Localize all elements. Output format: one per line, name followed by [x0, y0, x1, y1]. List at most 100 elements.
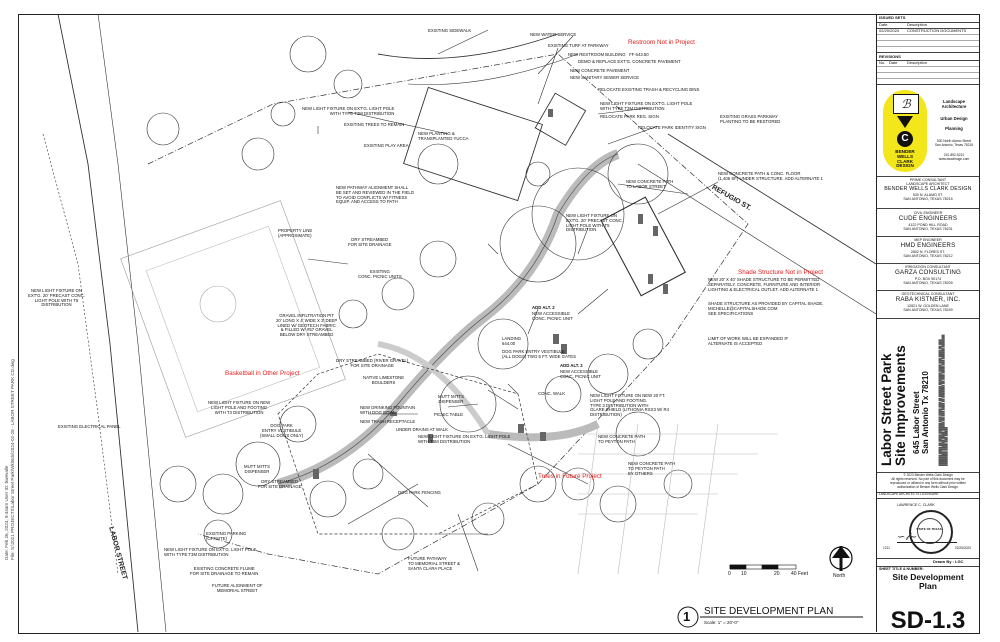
callout-light-t5: NEW LIGHT FIXTURE ON EXT'G. 20' PRECAST …: [566, 213, 623, 233]
north-label: North: [833, 573, 846, 579]
callout-dry-streambed: DRY STREAMBED FOR SITE DRAINAGE: [348, 237, 392, 247]
callout-concrete-flume: EXISTING CONCRETE FLUME FOR SITE DRAINAG…: [190, 566, 259, 576]
play-area: [403, 86, 543, 202]
consultant-civil-name: CUDE ENGINEERS: [898, 215, 958, 223]
signature: ∽𝓁∼: [897, 532, 957, 543]
callout-mutt-mitts-top: MUTT MITTS DISPENSER: [438, 394, 464, 404]
consultant-geotech: GEOTECHNICAL CONSULTANT RABA KISTNER, IN…: [879, 292, 977, 312]
dog-park-fence: [277, 353, 539, 535]
consultant-civil: CIVIL ENGINEER CUDE ENGINEERS 4122 POND …: [879, 211, 977, 231]
rev-date-header: Date: [889, 60, 898, 65]
callout-water-service: NEW WATER SERVICE: [530, 32, 577, 37]
callout-dog-park-vestibule: DOG PARK ENTRY VESTIBULE (SMALL DOGS ONL…: [260, 423, 304, 438]
callout-path-peyton-others: NEW CONCRETE PATH TO PEYTON PATH BY OTHE…: [628, 461, 676, 476]
property-line: [147, 53, 749, 575]
labor-street-curb: [42, 133, 119, 575]
callout-dog-vestibule: DOG PARK ENTRY VESTIBULE (ALL DOGS) TWO …: [502, 349, 576, 359]
firm-service-planning: Planning: [945, 126, 963, 131]
callout-conc-walk: CONC. WALK: [538, 391, 566, 396]
consultant-mep: MEP ENGINEER HMD ENGINEERS 2802 N. FLORE…: [879, 238, 977, 258]
consultant-geotech-name: RABA KISTNER, INC.: [895, 296, 961, 304]
firm-service-urban: Urban Design: [940, 116, 968, 121]
consultant-mep-addr: 2802 N. FLORES ST. SAN ANTONIO, TEXAS 78…: [903, 249, 953, 258]
callout-restroom-building: NEW RESTROOM BUILDING FF 643.50: [568, 52, 649, 57]
consultant-irrigation-role: IRRIGATION CONSULTANT: [905, 265, 951, 269]
copyright: © 2023 Bender Wells Clark Design All rig…: [890, 473, 966, 489]
note-shade-not-in-project: Shade Structure Not in Project: [738, 269, 824, 276]
callout-light-bottom: NEW LIGHT FIXTURE ON EXT'G. LIGHT POLE W…: [164, 547, 257, 557]
firm-logo-circle: C: [897, 131, 913, 147]
firm-service-la: Landscape Architecture: [941, 99, 967, 109]
callout-dry-bottom: DRY STREAMBED FOR SITE DRAINAGE: [258, 479, 302, 489]
callout-demo-replace: DEMO & REPLACE EXT'G. CONCRETE PAVEMENT: [578, 59, 681, 64]
basketball-court: [120, 200, 346, 438]
callout-electrical-panel: EXISTING ELECTRICAL PANEL: [58, 424, 121, 429]
callout-dry-river: DRY STREAMBED (RIVER GRAVEL) FOR SITE DR…: [336, 358, 409, 368]
sheet-title-label: SHEET TITLE & NUMBER:: [879, 567, 924, 571]
drawing-title: SITE DEVELOPMENT PLAN: [704, 606, 834, 617]
callout-future-memorial: FUTURE ALIGNMENT OF MEMORIAL STREET: [212, 583, 263, 593]
sheet-title: Site Development Plan: [892, 572, 964, 592]
callout-light-t3m-top: NEW LIGHT FIXTURE ON EXT'G. LIGHT POLE W…: [600, 101, 693, 111]
callout-gravel-pit: GRAVEL INFILTRATION PIT 20' LONG X 4' WI…: [276, 313, 338, 338]
firm-logo-text: BENDER WELLS CLARK DESIGN: [895, 149, 915, 169]
callout-limestone: NATIVE LIMESTONE BOULDERS: [363, 375, 405, 385]
project-address: 645 Labor Street San Antonio Tx 78210: [912, 371, 930, 454]
professional-seal: [909, 510, 953, 554]
callout-limit-of-work: LIMIT OF WORK WILL BE EXPANDED IF ALTERN…: [708, 336, 789, 346]
restroom-building: [534, 92, 587, 146]
callout-mutt-mitts-bottom: MUTT MITTS DISPENSER: [244, 464, 270, 474]
title-block: ISSUED SETS Date Description 02/20/2024 …: [876, 14, 979, 634]
callout-property-line: PROPERTY LINE (APPROXIMATE): [278, 228, 313, 238]
callout-add-alt2-a-title: ADD ALT. 2: [532, 305, 555, 310]
callout-light-20ft: NEW LIGHT FIXTURE ON NEW 20 FT. LIGHT PO…: [590, 393, 670, 418]
labor-street-edge-2: [97, 14, 167, 632]
callout-future-pathway: FUTURE PATHWAY TO MEMORIAL STREET & SANT…: [408, 556, 460, 571]
callout-picnic-table: PICNIC TABLE: [434, 412, 463, 417]
callout-light-t5m: NEW LIGHT FIXTURE ON EXT'G. LIGHT POLE W…: [418, 434, 511, 444]
callout-grass-parkway: EXISTING GRASS PARKWAY PLANTING TO BE RE…: [720, 114, 781, 124]
drawing-title-graphic: [677, 606, 863, 628]
callout-light-far-left: NEW LIGHT FIXTURE ON EXT'G. 20' PRECAST …: [28, 288, 85, 308]
callout-path-peyton: NEW CONCRETE PATH TO PEYTON PATH: [598, 434, 646, 444]
consultant-mep-name: HMD ENGINEERS: [900, 242, 956, 250]
scale-tick-20: 20: [774, 571, 780, 577]
site-plan-drawing: [42, 14, 876, 632]
top-road-2: [407, 53, 579, 85]
callout-play-area: EXISTING PLAY AREA: [364, 143, 409, 148]
firm-phone: 210-892-5221 www.bwcdesign.com: [938, 153, 970, 161]
sheet-number: SD-1.3: [890, 607, 966, 634]
seal-number: 1211: [883, 546, 890, 550]
path-to-peyton: [487, 420, 600, 442]
callout-add-alt2-a: NEW ACCESSIBLE CONC. PICNIC UNIT: [532, 311, 573, 321]
callout-reg-sign: RELOCATE PARK REG. SIGN: [600, 114, 659, 119]
consultant-irrigation-name: GARZA CONSULTING: [895, 269, 961, 277]
callout-path-labor: NEW CONCRETE PATH TO LABOR STREET: [626, 179, 674, 189]
seal-date: 02/26/2024: [955, 546, 971, 550]
issue-date: 02/20/2024: [879, 28, 900, 33]
site-plan: EXISTING SIDEWALK NEW WATER SERVICE EXIS…: [18, 14, 876, 632]
callout-trees-remain: EXISTING TREES TO REMAIN: [344, 122, 405, 127]
sheet-border: [18, 14, 980, 634]
drawn-by: Drawn By : LGC: [933, 559, 964, 564]
callout-concrete-pavement: NEW CONCRETE PAVEMENT: [570, 68, 630, 73]
callout-pathway-alignment: NEW PATHWAY ALIGNMENT SHALL BE SET AND R…: [336, 185, 414, 205]
issued-header-desc: Description: [907, 22, 928, 27]
scale-bar: [729, 564, 797, 570]
north-arrow: [829, 546, 853, 571]
callout-add-alt2-b-title: ADD ALT. 2: [560, 363, 583, 368]
issue-description: CONSTRUCTION DOCUMENTS: [907, 28, 967, 33]
future-lot: [578, 433, 778, 515]
issued-sets-header: ISSUED SETS: [879, 15, 906, 20]
labor-street-edge: [57, 14, 139, 632]
drawing-scale: Scale: 1" = 20'-0": [704, 620, 739, 625]
consultant-civil-addr: 4122 POND HILL ROAD SAN ANTONIO, TEXAS 7…: [903, 222, 953, 231]
callout-existing-sidewalk: EXISTING SIDEWALK: [428, 28, 472, 33]
refugio-street-edge-2: [637, 163, 876, 315]
seal-state: STATE OF TEXAS: [916, 527, 942, 531]
callout-trash-receptacle: NEW TRASH RECEPTACLE: [360, 419, 416, 424]
callout-shade-capital: SHADE STRUCTURE AS PROVIDED BY CAPITAL S…: [708, 301, 824, 316]
callout-existing-parking: EXISTING PARKING (OFFSITE): [206, 531, 247, 541]
seal-label: LANDSCAPE ARCHITECTS LICENSURE: [879, 492, 939, 496]
consultant-irrigation-addr: P.O. BOX 90174 SAN ANTONIO, TEXAS 78209: [903, 276, 953, 285]
